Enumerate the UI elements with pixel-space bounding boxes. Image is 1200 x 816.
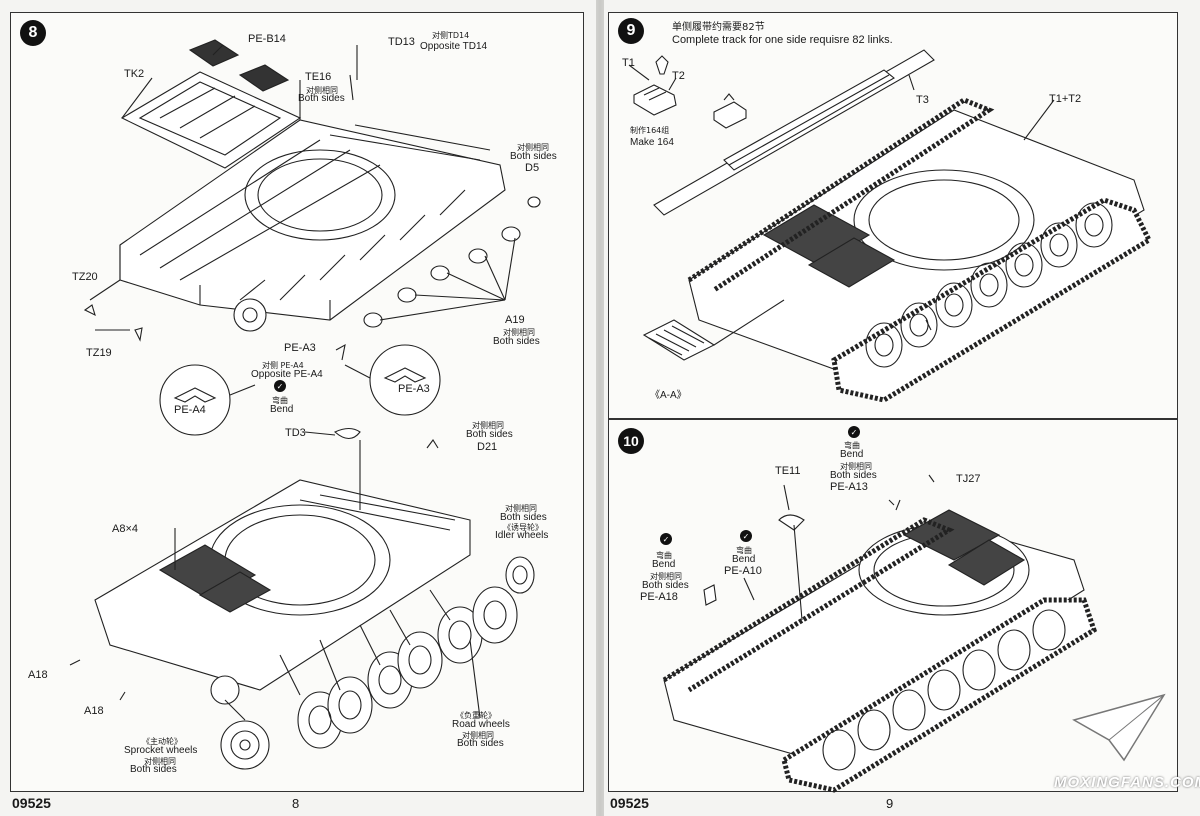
step9-title: Complete track for one side requisre 82 … (672, 34, 893, 46)
label-sprocket-cn2: 对侧相同 (144, 757, 176, 766)
label-bend-cn-1: 弯曲 (844, 441, 860, 450)
label-road: Road wheels (452, 719, 510, 730)
label-section-aa: 《A-A》 (650, 390, 687, 401)
label-a19: A19 (505, 314, 525, 326)
label-road-cn: 《负重轮》 (456, 711, 496, 720)
label-te16-cn: 对侧相同 (306, 86, 338, 95)
watermark: MOXINGFANS.COM (1054, 774, 1200, 791)
step9-title-cn: 单侧履带约需要82节 (672, 22, 765, 33)
label-road-both: Both sides (457, 738, 504, 749)
label-make-cn: 制作164组 (630, 126, 670, 135)
label-both-3: Both sides (642, 580, 689, 591)
label-pe-a18: PE-A18 (640, 591, 678, 603)
label-a19-cn: 对侧相同 (503, 328, 535, 337)
bend-check-icon: ✓ (740, 530, 752, 542)
label-bend-8: Bend (270, 404, 294, 415)
label-t3: T3 (916, 94, 929, 106)
label-bend-2: Bend (732, 554, 756, 565)
label-d5-both: Both sides (510, 151, 557, 162)
label-idler: Idler wheels (495, 530, 549, 541)
label-bend-cn-2: 弯曲 (736, 546, 752, 555)
bend-check-icon: ✓ (660, 533, 672, 545)
label-tk2: TK2 (124, 68, 145, 80)
label-t1: T1 (622, 57, 635, 69)
label-pe-a3: PE-A3 (284, 342, 316, 354)
label-te16: TE16 (305, 71, 332, 83)
label-sprocket: Sprocket wheels (124, 745, 198, 756)
label-idler-cn1: 对侧相同 (505, 504, 537, 513)
label-a18-2: A18 (84, 705, 104, 717)
label-bend-3: Bend (652, 559, 676, 570)
paper-plane-logo-icon (1072, 693, 1166, 762)
label-t2: T2 (672, 70, 685, 82)
label-d21-both: Both sides (466, 429, 513, 440)
label-te11: TE11 (775, 465, 801, 477)
label-t1-t2: T1+T2 (1049, 93, 1082, 105)
label-td14: Opposite TD14 (420, 41, 488, 52)
label-bend-cn-3: 弯曲 (656, 551, 672, 560)
label-td13: TD13 (388, 36, 415, 48)
label-d21-cn: 对侧相同 (472, 421, 504, 430)
label-pe-a13: PE-A13 (830, 481, 868, 493)
label-pe-a4-cn: 对侧 PE-A4 (262, 361, 304, 370)
label-make: Make 164 (630, 137, 674, 148)
bend-note-8: ✓ (268, 380, 292, 392)
step9-drawing (628, 49, 1153, 793)
bend-note-10a: ✓ (842, 426, 866, 438)
label-pe-b14: PE-B14 (248, 33, 286, 45)
right-footer-code: 09525 (610, 795, 649, 811)
label-pe-a4-callout: PE-A4 (174, 404, 206, 416)
label-sprocket-both: Both sides (130, 764, 177, 775)
bend-check-icon: ✓ (848, 426, 860, 438)
label-both-cn-3: 对侧相同 (650, 572, 682, 581)
left-page: 8 PE-B14 TK2 TD13 对侧TD14 Opposite TD14 T… (0, 0, 596, 816)
label-td14-cn: 对侧TD14 (432, 31, 470, 40)
label-a18-1: A18 (28, 669, 48, 681)
right-page-number: 9 (886, 796, 894, 811)
label-te16-both: Both sides (298, 93, 345, 104)
step8-drawing (69, 39, 541, 770)
label-idler-cn2: 《诱导轮》 (503, 523, 543, 532)
label-d21: D21 (477, 441, 498, 453)
label-pe-a10: PE-A10 (724, 565, 762, 577)
label-d5-cn: 对侧相同 (517, 143, 549, 152)
right-page: 9 单侧履带约需要82节 Complete track for one side… (604, 0, 1200, 816)
label-sprocket-cn: 《主动轮》 (142, 737, 182, 746)
label-d5: D5 (525, 162, 540, 174)
label-pe-a3-callout: PE-A3 (398, 383, 430, 395)
bend-note-10c: ✓ (654, 533, 678, 545)
label-a19-both: Both sides (493, 336, 540, 347)
label-a8x4: A8×4 (112, 523, 138, 535)
label-tz20: TZ20 (72, 271, 98, 283)
bend-note-10b: ✓ (734, 530, 758, 542)
step10-number: 10 (618, 428, 644, 454)
label-tz19: TZ19 (86, 347, 112, 359)
label-bend-cn-8: 弯曲 (272, 396, 288, 405)
label-idler-both: Both sides (500, 512, 547, 523)
label-tj27: TJ27 (956, 473, 981, 485)
label-both-1: Both sides (830, 470, 877, 481)
step9-number: 9 (618, 18, 644, 44)
step8-number: 8 (20, 20, 46, 46)
label-both-cn-1: 对侧相同 (840, 462, 872, 471)
bend-check-icon: ✓ (274, 380, 286, 392)
label-bend-1: Bend (840, 449, 864, 460)
left-footer-code: 09525 (12, 795, 51, 811)
left-page-number: 8 (292, 796, 300, 811)
label-td3: TD3 (285, 427, 306, 439)
label-pe-a4-opposite: Opposite PE-A4 (251, 369, 323, 380)
label-road-cn2: 对侧相同 (462, 731, 494, 740)
